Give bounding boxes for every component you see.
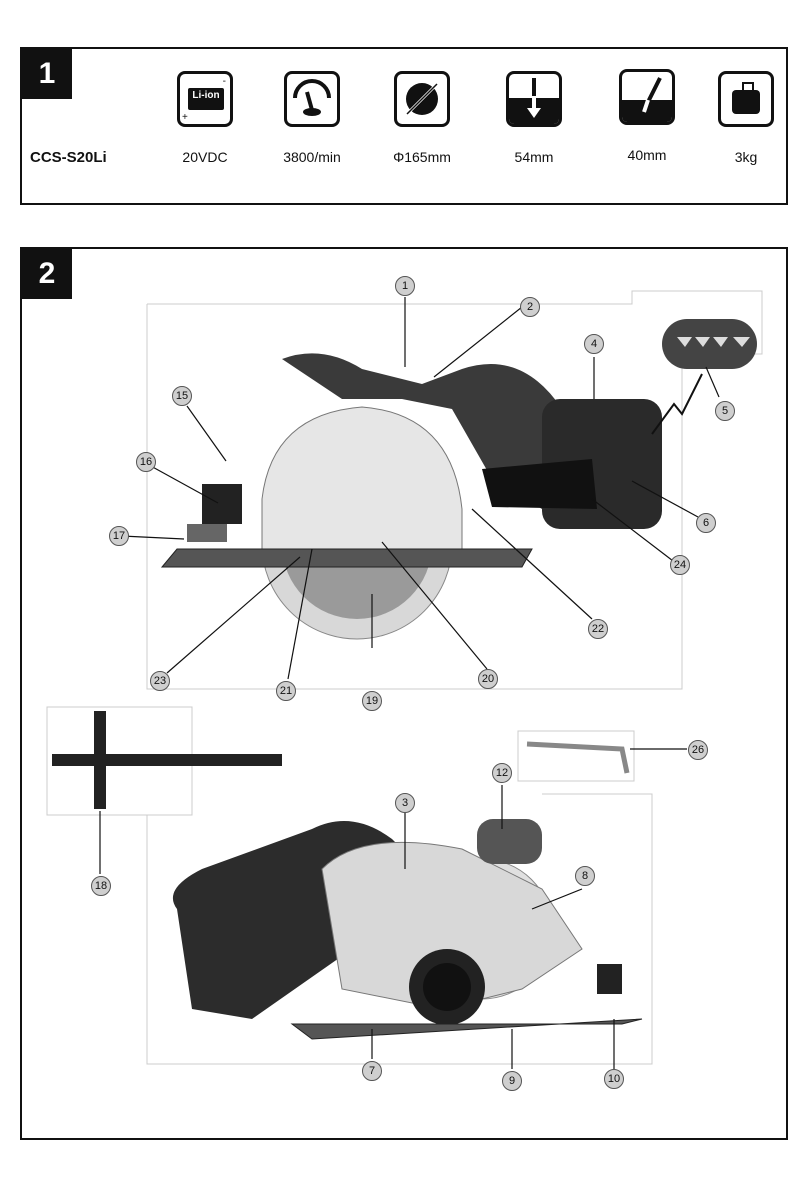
callout-18: 18 xyxy=(91,876,111,896)
callout-12: 12 xyxy=(492,763,512,783)
cut-depth-90-icon xyxy=(506,71,562,127)
parts-diagram-panel: 2 xyxy=(20,247,788,1140)
panel-number: 2 xyxy=(22,249,72,299)
spec-blade-diameter: Φ165mm xyxy=(362,71,482,165)
callout-15: 15 xyxy=(172,386,192,406)
speed-gauge-icon xyxy=(284,71,340,127)
callout-9: 9 xyxy=(502,1071,522,1091)
spec-cut-depth-45: 40mm xyxy=(587,69,707,163)
saw-illustrations xyxy=(46,290,763,1069)
callout-21: 21 xyxy=(276,681,296,701)
callout-10: 10 xyxy=(604,1069,624,1089)
callout-4: 4 xyxy=(584,334,604,354)
spec-speed: 3800/min xyxy=(252,71,372,165)
blade-diameter-icon xyxy=(394,71,450,127)
callout-23: 23 xyxy=(150,671,170,691)
panel-number: 1 xyxy=(22,49,72,99)
callout-2: 2 xyxy=(520,297,540,317)
cut-depth-45-value: 40mm xyxy=(627,147,667,163)
spec-voltage: Li-ion + - 20VDC xyxy=(145,71,265,165)
specs-panel: 1 CCS-S20Li Li-ion + - 20VDC 3800/min xyxy=(20,47,788,205)
spec-weight: 3kg xyxy=(686,71,806,165)
speed-value: 3800/min xyxy=(283,149,341,165)
cut-depth-90-value: 54mm xyxy=(514,149,554,165)
callout-19: 19 xyxy=(362,691,382,711)
blade-diameter-value: Φ165mm xyxy=(393,149,451,165)
callout-24: 24 xyxy=(670,555,690,575)
battery-label: Li-ion xyxy=(192,90,220,101)
callout-22: 22 xyxy=(588,619,608,639)
weight-icon xyxy=(718,71,774,127)
callout-7: 7 xyxy=(362,1061,382,1081)
callout-8: 8 xyxy=(575,866,595,886)
top-saw-drawing xyxy=(160,319,757,640)
battery-li-ion-icon: Li-ion + - xyxy=(177,71,233,127)
spec-cut-depth-90: 54mm xyxy=(474,71,594,165)
callout-5: 5 xyxy=(715,401,735,421)
callout-1: 1 xyxy=(395,276,415,296)
callout-3: 3 xyxy=(395,793,415,813)
callout-20: 20 xyxy=(478,669,498,689)
callout-16: 16 xyxy=(136,452,156,472)
cut-depth-45-icon xyxy=(619,69,675,125)
model-name: CCS-S20Li xyxy=(30,149,107,166)
voltage-value: 20VDC xyxy=(182,149,228,165)
callout-17: 17 xyxy=(109,526,129,546)
callout-26: 26 xyxy=(688,740,708,760)
callout-6: 6 xyxy=(696,513,716,533)
bottom-saw-drawing xyxy=(172,819,643,1040)
weight-value: 3kg xyxy=(734,149,758,165)
